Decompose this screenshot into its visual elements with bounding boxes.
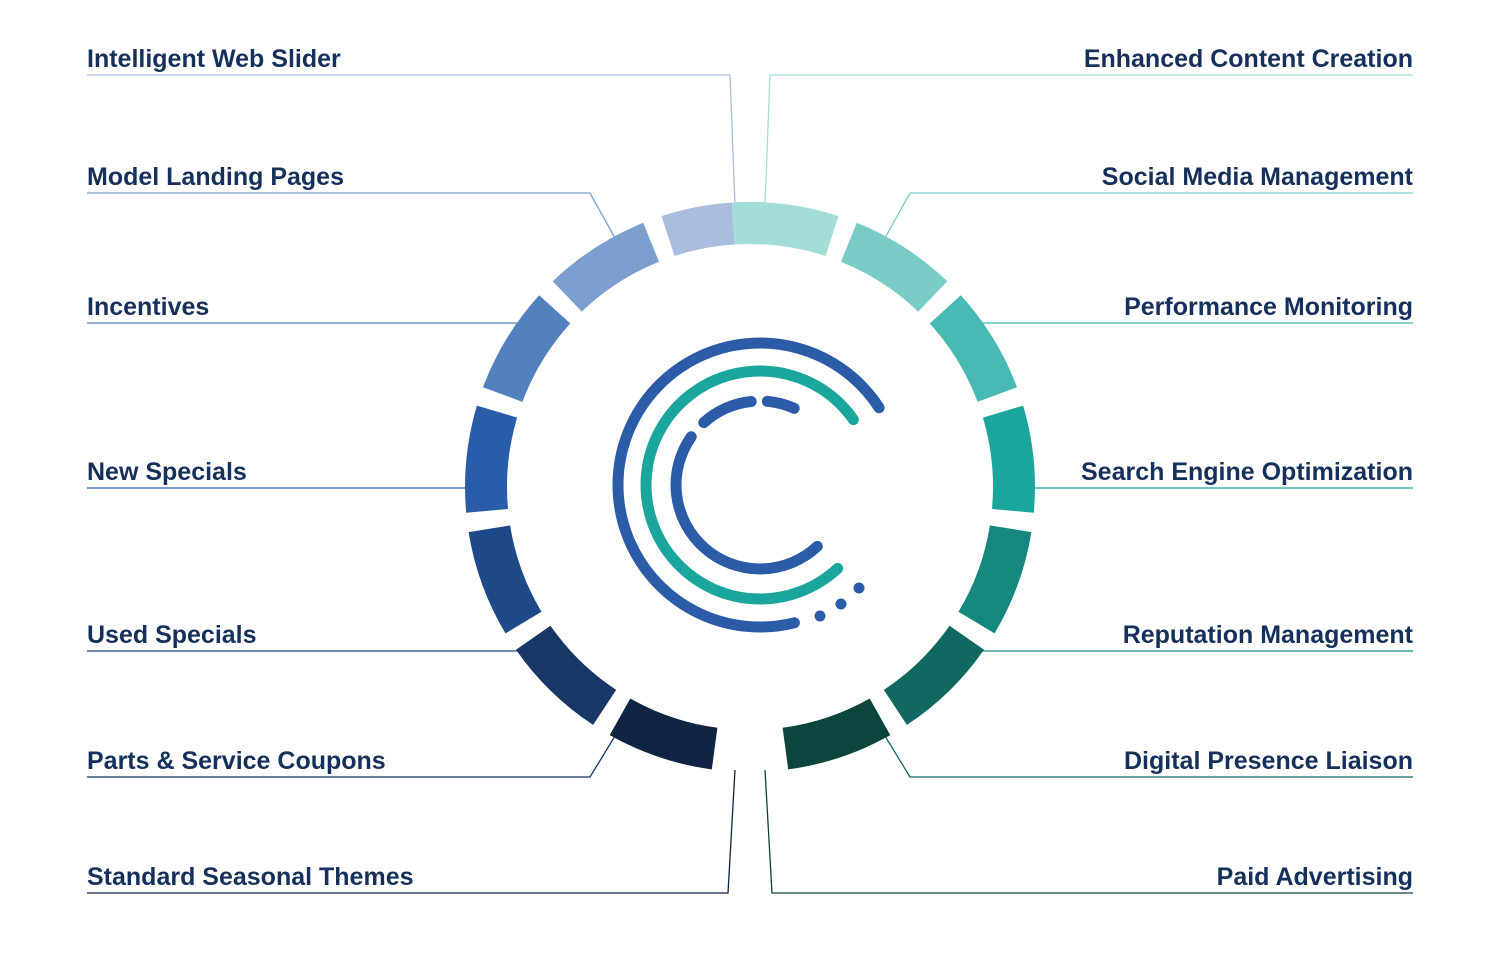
ring-segment-parts-and-service-coupons <box>516 625 617 725</box>
ring-segment-used-specials <box>468 525 542 634</box>
logo-dot-1 <box>814 610 826 622</box>
logo-inner-top-dash-small <box>761 395 800 414</box>
leader-line-performance-monitoring <box>951 322 1413 336</box>
ring-segment-paid-advertising <box>782 698 891 770</box>
ring-segment-social-media-management <box>841 222 948 312</box>
ring-segment-enhanced-content-creation <box>731 202 839 256</box>
ring-segment-standard-seasonal-themes <box>609 698 718 770</box>
logo-dot-2 <box>835 598 847 610</box>
label-enhanced-content-creation: Enhanced Content Creation <box>1083 45 1413 73</box>
ring-segment-model-landing-pages <box>552 222 659 312</box>
label-model-landing-pages: Model Landing Pages <box>87 163 344 191</box>
label-reputation-management: Reputation Management <box>1122 621 1413 649</box>
leader-line-incentives <box>87 322 549 336</box>
leader-line-enhanced-content-creation <box>764 74 1413 206</box>
leader-line-parts-and-service-coupons <box>87 735 616 778</box>
ring-segment-new-specials <box>465 405 518 513</box>
ring-segment-reputation-management <box>958 525 1032 634</box>
ring-segment-incentives <box>483 295 571 402</box>
label-search-engine-optimization: Search Engine Optimization <box>1081 458 1413 486</box>
ring-segment-digital-presence-liaison <box>883 625 984 725</box>
logo-inner-top-dash <box>698 396 757 429</box>
logo-inner-arc <box>670 431 823 575</box>
label-used-specials: Used Specials <box>87 621 257 649</box>
label-digital-presence-liaison: Digital Presence Liaison <box>1124 747 1413 775</box>
leader-line-digital-presence-liaison <box>884 735 1413 778</box>
logo-middle-arc <box>640 365 859 605</box>
label-new-specials: New Specials <box>87 458 247 486</box>
ring-segment-performance-monitoring <box>929 295 1017 402</box>
label-incentives: Incentives <box>87 293 210 321</box>
logo-dot-3 <box>853 582 865 594</box>
label-intelligent-web-slider: Intelligent Web Slider <box>87 45 341 73</box>
label-standard-seasonal-themes: Standard Seasonal Themes <box>87 863 414 891</box>
leader-line-social-media-management <box>884 192 1413 239</box>
label-social-media-management: Social Media Management <box>1101 163 1413 191</box>
logo-outer-arc <box>612 337 885 633</box>
leader-line-standard-seasonal-themes <box>87 769 736 894</box>
label-paid-advertising: Paid Advertising <box>1216 863 1413 891</box>
leader-line-model-landing-pages <box>87 192 616 239</box>
ring-segment-search-engine-optimization <box>982 405 1035 513</box>
label-parts-and-service-coupons: Parts & Service Coupons <box>87 747 386 775</box>
ring-segments <box>465 202 1035 770</box>
label-performance-monitoring: Performance Monitoring <box>1124 293 1413 321</box>
leader-line-intelligent-web-slider <box>87 74 736 206</box>
c-logo-icon <box>612 337 885 633</box>
leader-line-paid-advertising <box>764 769 1413 894</box>
